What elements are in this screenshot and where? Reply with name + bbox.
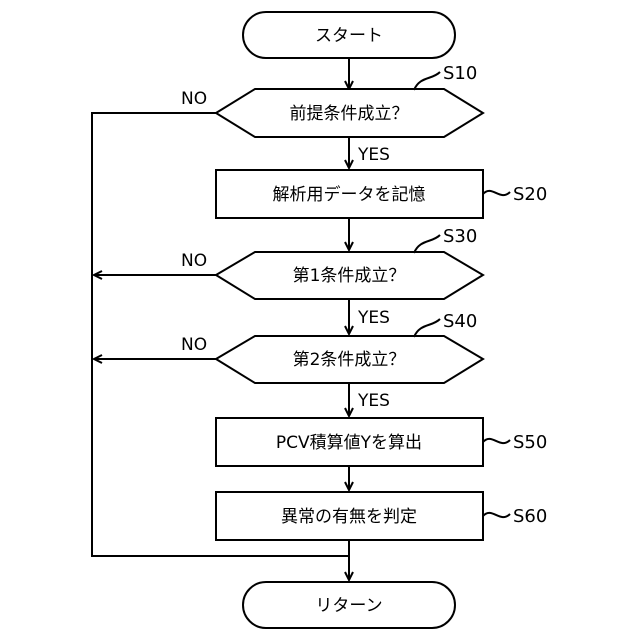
start-terminal: スタート bbox=[243, 12, 455, 58]
step-label-s20: S20 bbox=[513, 184, 547, 205]
yes-label-s40: YES bbox=[357, 391, 390, 411]
step-leader-s30 bbox=[414, 235, 440, 253]
step-leader-s40 bbox=[414, 319, 440, 337]
end-label: リターン bbox=[315, 596, 382, 616]
step-leader-s20 bbox=[483, 191, 510, 195]
step-label-s10: S10 bbox=[443, 63, 477, 84]
no-label-s40: NO bbox=[181, 335, 207, 355]
decision-s40: 第2条件成立？ bbox=[216, 336, 483, 383]
process-s50: PCV積算値Yを算出 bbox=[216, 418, 483, 466]
process-s60-text: 異常の有無を判定 bbox=[281, 507, 417, 527]
step-leader-s50 bbox=[483, 439, 510, 443]
end-terminal: リターン bbox=[243, 582, 455, 628]
decision-s30: 第1条件成立？ bbox=[216, 252, 483, 299]
step-label-s50: S50 bbox=[513, 432, 547, 453]
process-s60: 異常の有無を判定 bbox=[216, 492, 483, 540]
yes-label-s10: YES bbox=[357, 145, 390, 165]
step-label-s60: S60 bbox=[513, 506, 547, 527]
step-label-s30: S30 bbox=[443, 226, 477, 247]
yes-label-s30: YES bbox=[357, 308, 390, 328]
process-s20-text: 解析用データを記憶 bbox=[273, 184, 426, 205]
start-label: スタート bbox=[315, 26, 383, 46]
decision-s40-text: 第2条件成立？ bbox=[293, 350, 406, 370]
decision-s10-text: 前提条件成立？ bbox=[290, 104, 409, 124]
step-leader-s60 bbox=[483, 513, 510, 517]
no-label-s10: NO bbox=[181, 89, 207, 109]
process-s50-text: PCV積算値Yを算出 bbox=[276, 433, 422, 453]
step-leader-s10 bbox=[414, 72, 440, 90]
decision-s10: 前提条件成立？ bbox=[216, 89, 483, 137]
no-label-s30: NO bbox=[181, 251, 207, 271]
decision-s30-text: 第1条件成立？ bbox=[293, 266, 406, 286]
process-s20: 解析用データを記憶 bbox=[216, 170, 483, 218]
step-label-s40: S40 bbox=[443, 311, 477, 332]
